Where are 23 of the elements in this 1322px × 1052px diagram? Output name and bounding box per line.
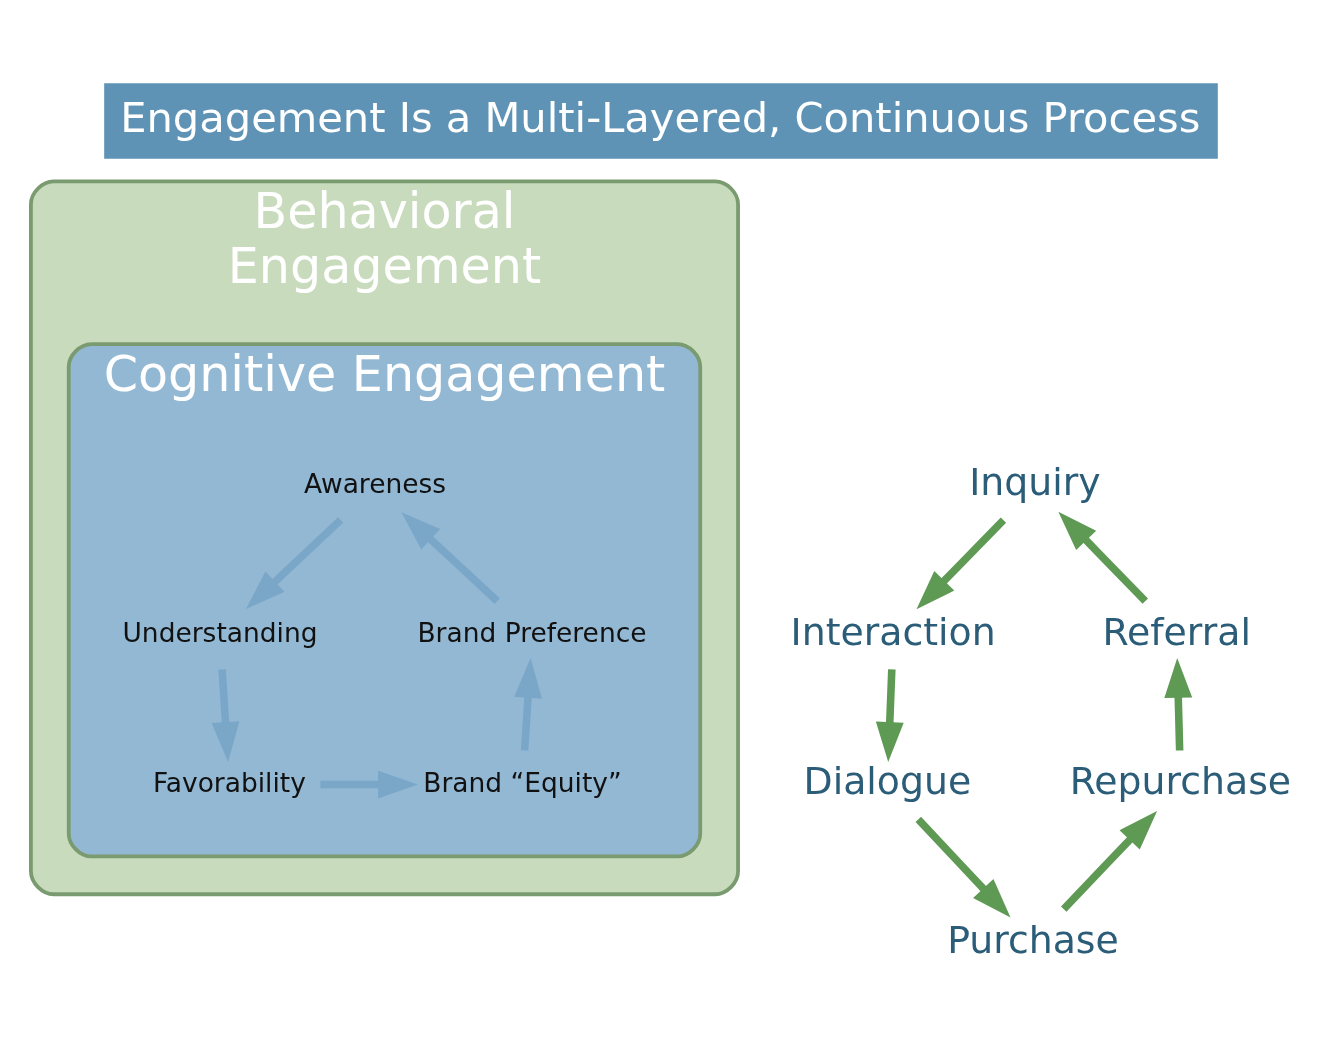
- arrow: [401, 511, 500, 604]
- node-text: Awareness: [303, 467, 447, 499]
- arrow: [514, 657, 542, 751]
- arrow: [916, 516, 1007, 609]
- arrow: [1164, 657, 1193, 751]
- arrow: [1060, 810, 1158, 912]
- diagram-title: Engagement Is a Multi-Layered, Continuous Process: [120, 92, 1201, 142]
- node-text: Repurchase: [1069, 758, 1292, 803]
- node-text: Purchase: [947, 917, 1119, 962]
- arrow: [211, 668, 240, 762]
- node-text: Brand “Equity”: [423, 766, 622, 798]
- arrow: [245, 516, 344, 609]
- node-text: Brand Preference: [417, 616, 647, 648]
- arrow: [1058, 511, 1149, 604]
- node-text: Understanding: [122, 616, 318, 648]
- node-text: Interaction: [790, 609, 996, 654]
- node-text: Favorability: [153, 766, 306, 798]
- node-text: Dialogue: [803, 758, 972, 803]
- arrow: [915, 816, 1011, 918]
- arrow: [320, 770, 418, 798]
- node-text: Inquiry: [969, 459, 1101, 504]
- node-text: Referral: [1102, 609, 1251, 654]
- arrow: [875, 668, 904, 762]
